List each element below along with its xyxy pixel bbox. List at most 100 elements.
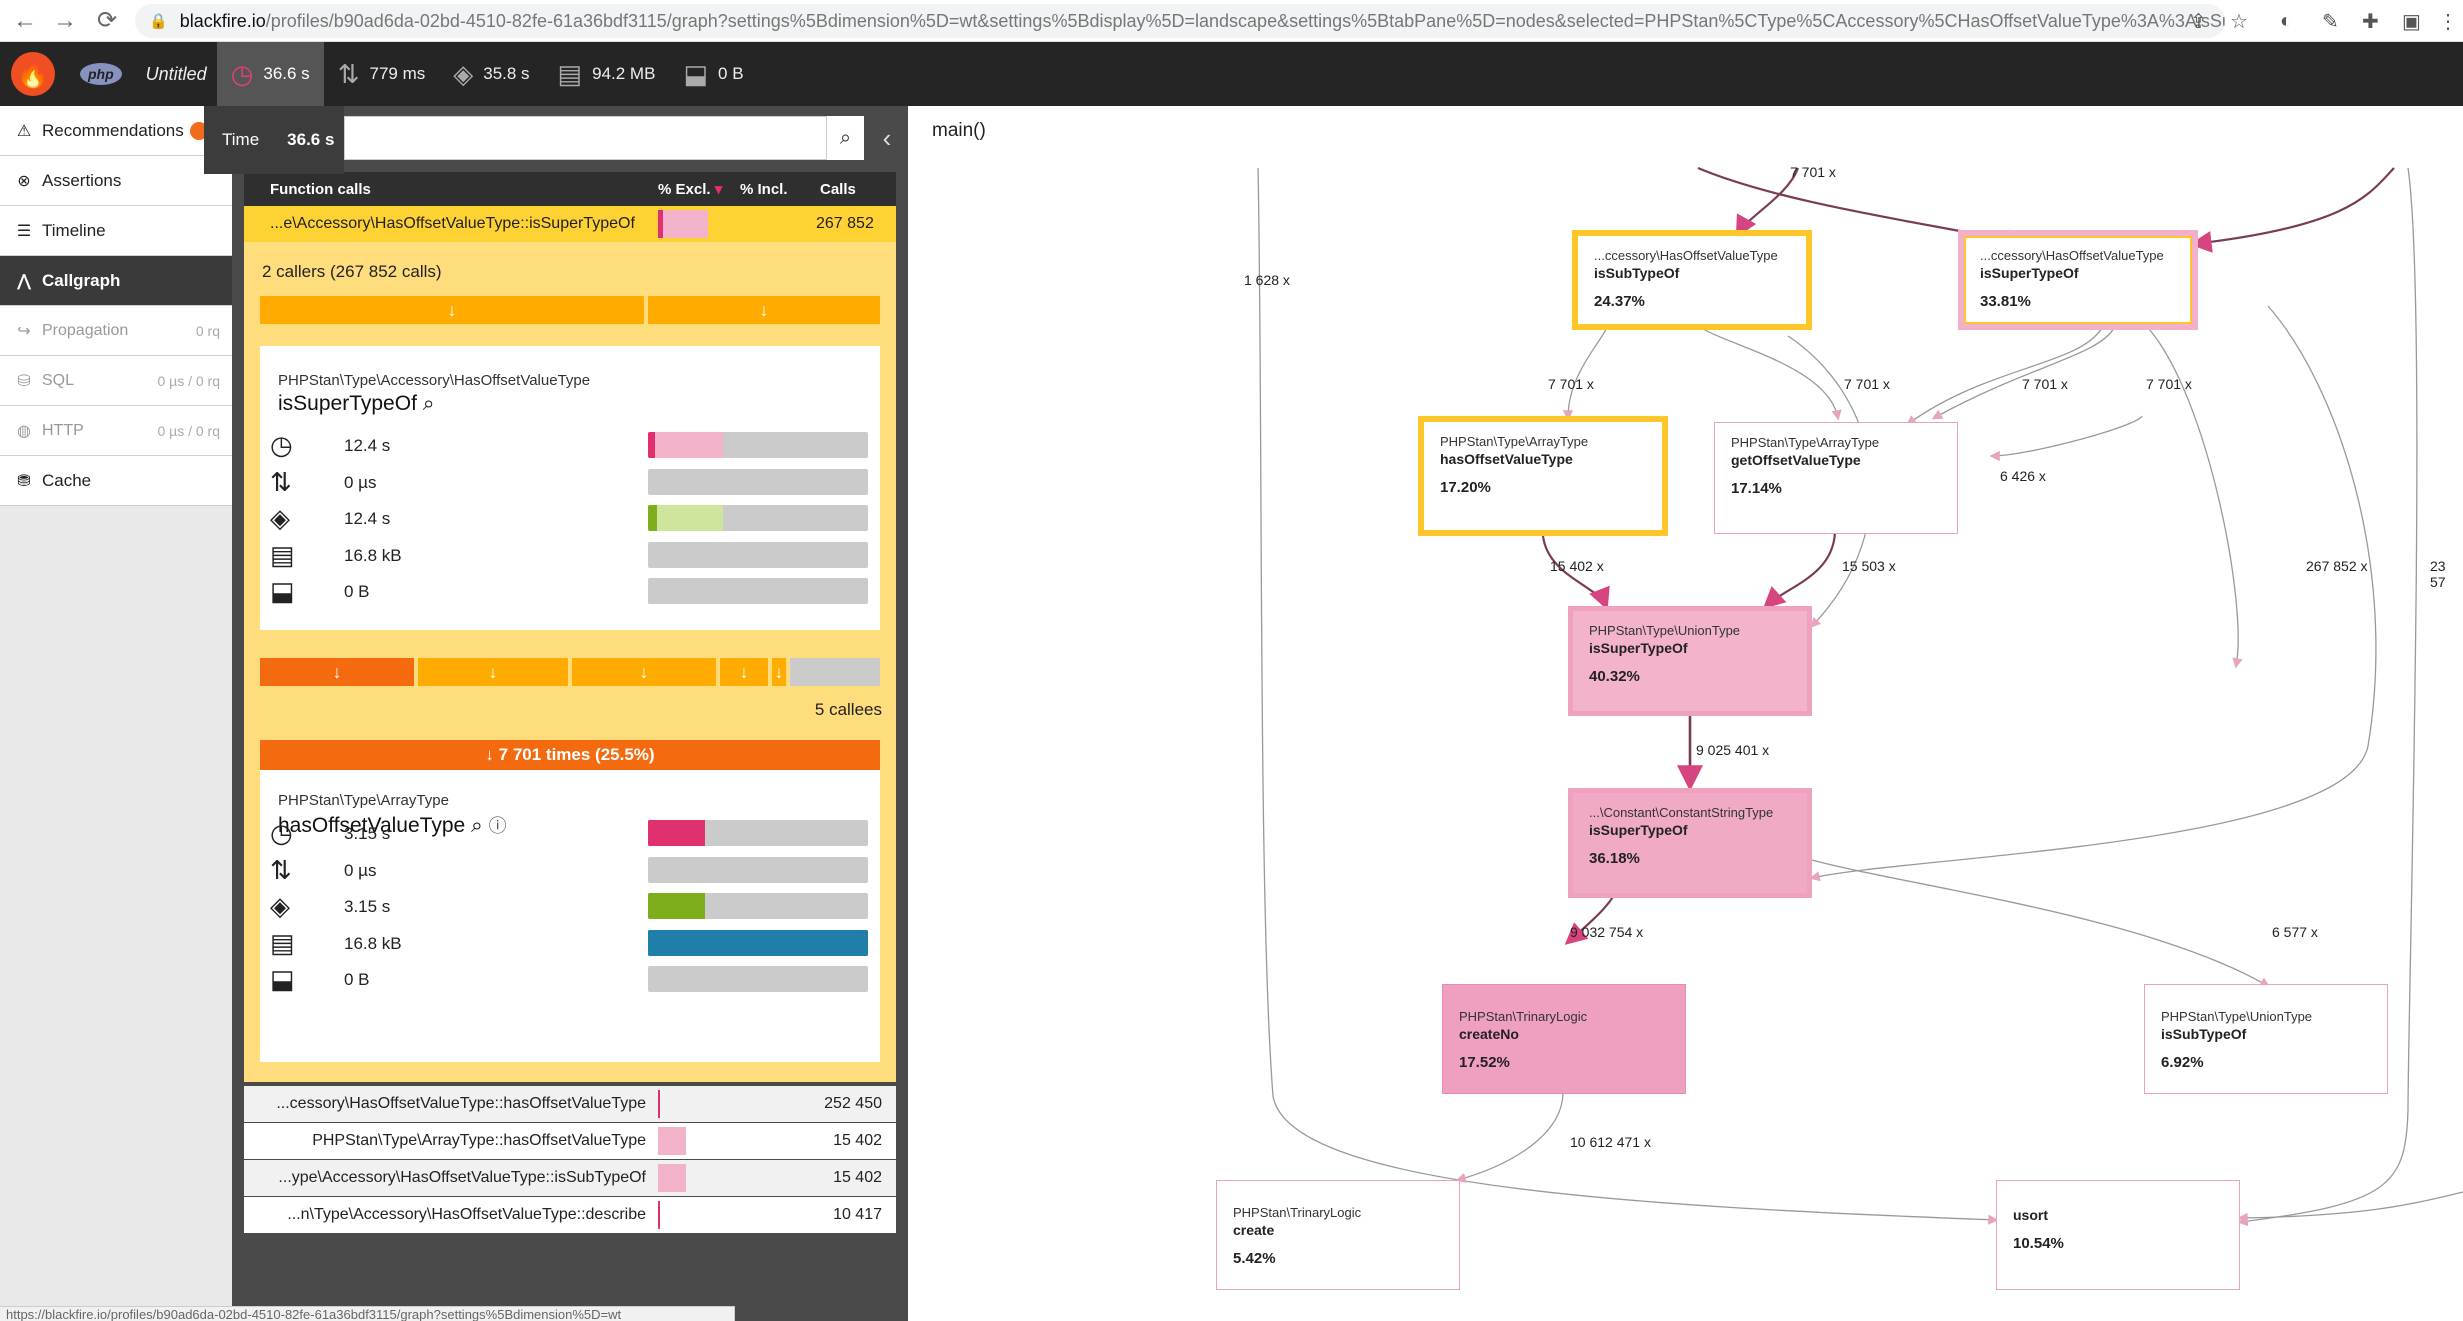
metric-memory[interactable]: ▤94.2 MB bbox=[544, 42, 670, 106]
callee-button-5[interactable]: ↓ bbox=[772, 658, 786, 686]
nav-recommendations[interactable]: ⚠Recommendations bbox=[0, 106, 232, 156]
node-percent: 36.18% bbox=[1589, 850, 1640, 867]
excl-bar bbox=[658, 210, 708, 238]
star-icon[interactable]: ☆ bbox=[2230, 10, 2248, 33]
caller-button-1[interactable]: ↓ bbox=[260, 296, 644, 324]
puzzle-icon[interactable]: ✚ bbox=[2362, 10, 2379, 33]
table-row[interactable]: ...cessory\HasOffsetValueType::hasOffset… bbox=[244, 1086, 896, 1122]
menu-icon[interactable]: ⋮ bbox=[2438, 10, 2458, 33]
callee-button-rest[interactable] bbox=[790, 658, 880, 686]
memory-icon: ▤ bbox=[270, 539, 295, 570]
metric-bar bbox=[648, 468, 868, 495]
forward-icon[interactable]: → bbox=[53, 6, 77, 34]
table-row[interactable]: ...n\Type\Accessory\HasOffsetValueType::… bbox=[244, 1197, 896, 1233]
nav-label: Recommendations bbox=[42, 120, 184, 140]
edge-label: 9 032 754 x bbox=[1570, 924, 1644, 940]
flame-icon: 🔥 bbox=[11, 52, 55, 96]
nav-label: HTTP bbox=[42, 421, 84, 439]
info-icon[interactable]: ⓘ bbox=[488, 816, 507, 836]
metric-network[interactable]: ⬓0 B bbox=[669, 42, 757, 106]
col-calls[interactable]: Calls bbox=[820, 180, 856, 198]
search-icon[interactable]: ⌕ bbox=[826, 116, 864, 160]
callee-highlight[interactable]: ↓ 7 701 times (25.5%) bbox=[260, 740, 880, 770]
edge bbox=[1905, 327, 2103, 426]
edge bbox=[1541, 535, 1610, 611]
metric-bar bbox=[648, 432, 868, 458]
zoom-icon[interactable]: ⌕ bbox=[422, 392, 435, 415]
metric-wall-time[interactable]: ◷36.6 s bbox=[216, 42, 324, 106]
node-percent: 17.52% bbox=[1459, 1054, 1510, 1071]
function-search-input[interactable] bbox=[344, 116, 864, 160]
status-bar: https://blackfire.io/profiles/b90ad6da-0… bbox=[0, 1306, 735, 1321]
caller-button-2[interactable]: ↓ bbox=[648, 296, 880, 324]
url-path: /profiles/b90ad6da-02bd-4510-82fe-61a36b… bbox=[265, 10, 2225, 31]
sort-down-icon: ▾ bbox=[714, 181, 723, 198]
excl-bar bbox=[658, 1090, 660, 1118]
callgraph-edges bbox=[1257, 166, 2463, 1227]
callee-button-2[interactable]: ↓ bbox=[418, 658, 568, 686]
callees-label: 5 callees bbox=[814, 700, 882, 719]
translate-icon[interactable]: ✎ bbox=[2322, 10, 2339, 33]
metric-value: 0 B bbox=[344, 970, 370, 989]
node-namespace: PHPStan\Type\ArrayType bbox=[1731, 435, 1880, 450]
metric-cpu[interactable]: ◈35.8 s bbox=[439, 42, 543, 106]
sidebar-icon[interactable]: ▣ bbox=[2402, 10, 2421, 33]
nav-timeline[interactable]: ☰Timeline bbox=[0, 206, 232, 256]
function-calls: 15 402 bbox=[833, 1132, 882, 1149]
nav-callgraph[interactable]: ⋀Callgraph bbox=[0, 256, 232, 306]
col-incl[interactable]: % Incl. bbox=[740, 180, 788, 198]
node-namespace: PHPStan\Type\UnionType bbox=[2161, 1009, 2313, 1024]
metric-io[interactable]: ⇅779 ms bbox=[324, 42, 440, 106]
callee-button-3[interactable]: ↓ bbox=[572, 658, 716, 686]
excl-bar bbox=[658, 1164, 686, 1192]
nav-assertions[interactable]: ⊗Assertions bbox=[0, 156, 232, 206]
node-percent: 33.81% bbox=[1980, 293, 2031, 310]
clock-icon: ◷ bbox=[270, 818, 293, 848]
address-bar[interactable]: 🔒 blackfire.io/profiles/b90ad6da-02bd-45… bbox=[135, 4, 2225, 38]
metric-value: 16.8 kB bbox=[344, 545, 402, 565]
profile-title[interactable]: Untitled bbox=[145, 63, 207, 84]
table-row[interactable]: PHPStan\Type\ArrayType::hasOffsetValueTy… bbox=[244, 1123, 896, 1159]
blackfire-logo[interactable]: 🔥 bbox=[0, 42, 66, 106]
edge-label: 15 503 x bbox=[1842, 558, 1896, 574]
metric-bar bbox=[648, 856, 868, 883]
extension-icon[interactable]: ◐ bbox=[2280, 9, 2293, 32]
nav-cache[interactable]: ⛃Cache bbox=[0, 456, 232, 506]
metric-value: 94.2 MB bbox=[592, 64, 656, 83]
selected-function-row[interactable]: ...e\Accessory\HasOffsetValueType::isSup… bbox=[244, 206, 896, 242]
edge bbox=[1735, 167, 1800, 238]
node-namespace: PHPStan\TrinaryLogic bbox=[1459, 1009, 1588, 1024]
col-function-calls[interactable]: Function calls bbox=[270, 180, 371, 198]
share-icon[interactable]: ⇪ bbox=[2190, 10, 2207, 33]
table-row[interactable]: ...ype\Accessory\HasOffsetValueType::isS… bbox=[244, 1160, 896, 1196]
node-percent: 6.92% bbox=[2161, 1054, 2204, 1071]
zoom-icon[interactable]: ⌕ bbox=[471, 814, 483, 837]
callee-button-4[interactable]: ↓ bbox=[720, 658, 768, 686]
tooltip-value: 36.6 s bbox=[287, 130, 335, 149]
callee-button-1[interactable]: ↓ bbox=[260, 658, 414, 686]
node-percent: 10.54% bbox=[2013, 1235, 2064, 1252]
reload-icon[interactable]: ⟳ bbox=[96, 7, 118, 34]
back-icon[interactable]: ← bbox=[13, 6, 37, 34]
network-icon: ⬓ bbox=[683, 58, 709, 89]
node-function: hasOffsetValueType bbox=[1440, 451, 1573, 467]
metric-bar bbox=[648, 929, 868, 956]
memory-icon: ▤ bbox=[270, 927, 295, 958]
edge bbox=[1989, 415, 2143, 462]
col-excl[interactable]: % Excl. ▾ bbox=[658, 180, 722, 198]
chevron-left-icon[interactable]: ‹ bbox=[882, 122, 892, 153]
